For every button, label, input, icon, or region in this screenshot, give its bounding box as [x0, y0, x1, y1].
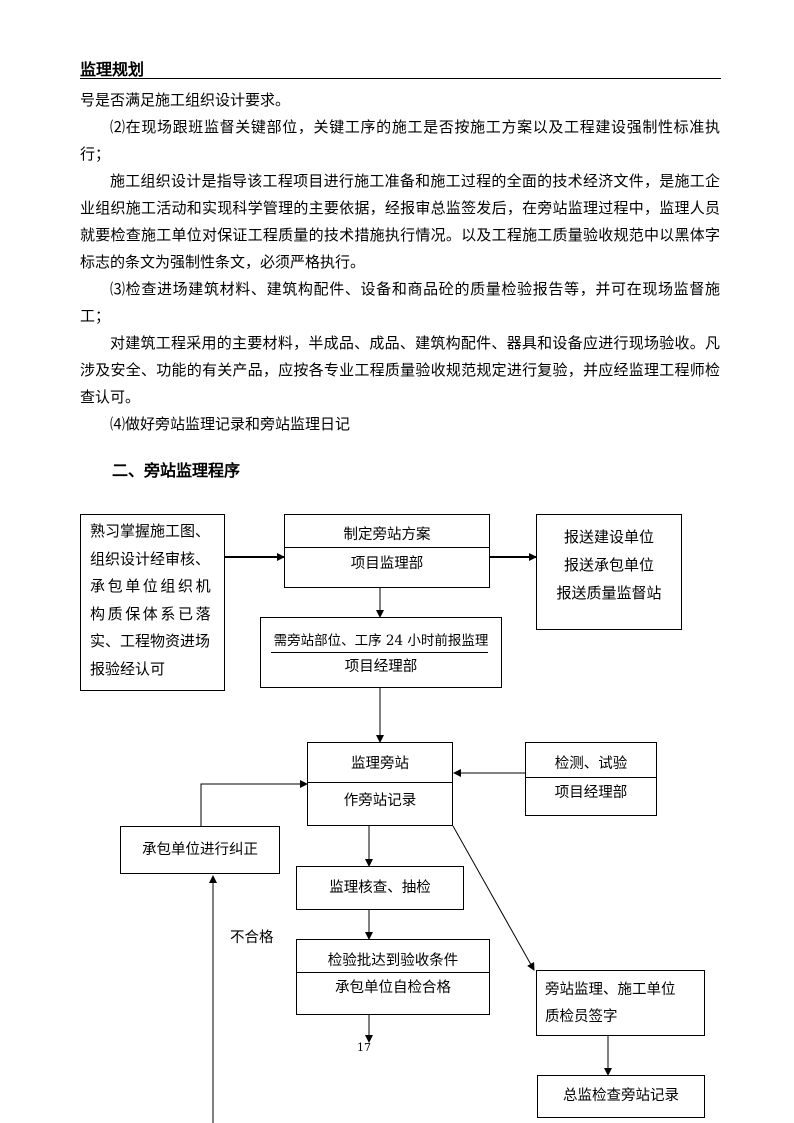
paragraph-4: ⑶检查进场建筑材料、建筑构配件、设备和商品砼的质量检验报告等，并可在现场监督施工…: [80, 280, 720, 325]
notice-box: 需旁站部位、工序 24 小时前报监理 项目经理部: [260, 617, 502, 688]
prereq-line-6: 报验经认可: [90, 659, 166, 678]
inspect-box-text: 监理核查、抽检: [329, 880, 431, 896]
acceptance-box: 检验批达到验收条件 承包单位自检合格: [296, 939, 490, 1015]
plan-box: 制定旁站方案 项目监理部: [284, 514, 490, 588]
supervise-box-top: 监理旁站: [351, 756, 409, 772]
plan-box-top: 制定旁站方案: [343, 527, 431, 543]
testing-box-divider: [526, 777, 656, 778]
paragraph-3: 施工组织设计是指导该工程项目进行施工准备和施工过程的全面的技术经济文件，是施工企…: [80, 172, 720, 271]
report-line-1: 报送建设单位: [563, 528, 654, 546]
notice-box-top: 需旁站部位、工序 24 小时前报监理: [273, 633, 489, 649]
page-header-title: 监理规划: [80, 60, 145, 79]
prereq-line-2: 组织设计经审核、: [90, 549, 211, 568]
supervise-box-divider: [308, 782, 452, 783]
paragraph-6: ⑷做好旁站监理记录和旁站监理日记: [110, 415, 351, 433]
notice-box-bottom: 项目经理部: [344, 659, 418, 675]
paragraph-1: 号是否满足施工组织设计要求。: [80, 91, 291, 109]
report-box: 报送建设单位 报送承包单位 报送质量监督站: [536, 514, 682, 630]
acceptance-box-divider: [297, 972, 489, 973]
director-box: 总监检查旁站记录: [537, 1075, 705, 1118]
acceptance-box-bottom: 承包单位自检合格: [335, 980, 451, 996]
fail-label: 不合格: [230, 930, 274, 946]
testing-box-top: 检测、试验: [554, 756, 628, 772]
sign-line-2: 质检员签字: [545, 1009, 618, 1025]
body-text: 号是否满足施工组织设计要求。 ⑵在现场跟班监督关键部位，关键工序的施工是否按施工…: [80, 87, 720, 438]
prereq-line-1: 熟习掌握施工图、: [90, 522, 211, 540]
header-rule: [80, 78, 721, 79]
arrow-correction-to-supervise: [200, 780, 308, 826]
plan-box-divider: [285, 547, 489, 548]
sign-box: 旁站监理、施工单位 质检员签字: [536, 970, 705, 1036]
page-number: 17: [357, 1041, 371, 1054]
report-line-3: 报送质量监督站: [556, 584, 662, 602]
prereq-line-5: 实、工程物资进场: [90, 632, 211, 650]
notice-box-divider: [271, 652, 488, 653]
testing-box: 检测、试验 项目经理部: [525, 742, 657, 816]
correction-box: 承包单位进行纠正: [120, 826, 280, 874]
arrow-supervise-to-sign: [452, 825, 535, 971]
supervise-box: 监理旁站 作旁站记录: [307, 742, 453, 826]
testing-box-bottom: 项目经理部: [554, 785, 628, 801]
prereq-line-3: 承包单位组织机: [90, 577, 214, 595]
section-heading: 二、旁站监理程序: [112, 461, 241, 480]
inspect-box: 监理核查、抽检: [296, 866, 464, 910]
paragraph-2: ⑵在现场跟班监督关键部位，关键工序的施工是否按施工方案以及工程建设强制性标准执行…: [80, 118, 720, 163]
correction-box-text: 承包单位进行纠正: [142, 842, 258, 858]
sign-line-1: 旁站监理、施工单位: [545, 982, 676, 998]
prereq-box: 熟习掌握施工图、 组织设计经审核、 承包单位组织机 构质保体系已落 实、工程物资…: [80, 514, 225, 691]
prereq-line-4: 构质保体系已落: [90, 604, 214, 623]
report-line-2: 报送承包单位: [563, 556, 654, 574]
acceptance-box-top: 检验批达到验收条件: [327, 953, 459, 969]
supervise-box-bottom: 作旁站记录: [343, 793, 417, 809]
paragraph-5: 对建筑工程采用的主要材料，半成品、成品、建筑构配件、器具和设备应进行现场验收。凡…: [80, 334, 720, 406]
director-box-text: 总监检查旁站记录: [563, 1088, 679, 1104]
plan-box-bottom: 项目监理部: [350, 556, 424, 572]
